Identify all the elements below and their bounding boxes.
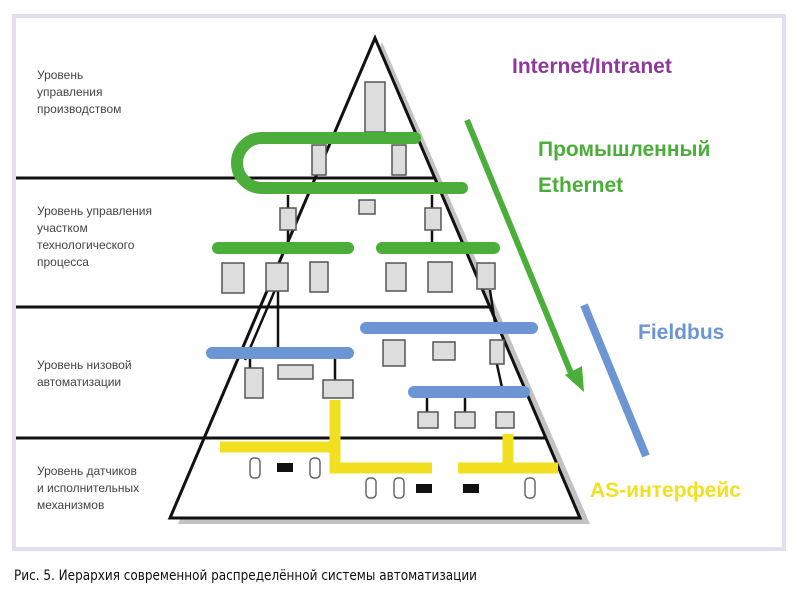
ethernet-arrow — [464, 118, 584, 392]
actuators — [277, 463, 479, 493]
sensor-icon — [393, 477, 405, 499]
controller-icon — [489, 339, 505, 365]
ethernet-bus — [212, 132, 500, 254]
sensors — [249, 457, 536, 499]
asi-bus — [220, 400, 558, 474]
sensor-icon — [365, 477, 377, 499]
actuator-icon — [277, 463, 293, 472]
level-label-automation: Уровень низовой автоматизации — [37, 358, 132, 389]
switch-icon — [311, 144, 327, 176]
fieldbus-bus — [206, 322, 538, 398]
sensor-icon — [249, 457, 261, 479]
sensor-icon — [524, 477, 536, 499]
robot-icon — [309, 261, 329, 293]
motor-icon — [417, 411, 439, 429]
computer-icon — [432, 341, 456, 361]
io-module-icon — [495, 411, 515, 429]
asi-label: AS-интерфейс — [590, 479, 741, 502]
controller-icon — [279, 207, 297, 231]
operator-panel-icon — [221, 262, 245, 294]
io-module-icon — [322, 379, 354, 399]
level-label-process: Уровень управления участком технологичес… — [37, 204, 153, 269]
computer-icon — [358, 199, 376, 215]
actuator-icon — [416, 484, 432, 493]
sensor-icon — [309, 457, 321, 479]
plc-icon — [385, 262, 407, 292]
server-icon — [364, 81, 386, 133]
switch-icon — [391, 144, 407, 176]
fieldbus-label: Fieldbus — [638, 321, 725, 344]
fieldbus-line — [580, 303, 650, 458]
level-label-production: Уровень управления производством — [37, 68, 122, 116]
controller-icon — [476, 262, 496, 290]
internet-label: Internet/Intranet — [512, 55, 672, 78]
valve-icon — [244, 367, 264, 399]
level-dividers — [16, 176, 546, 440]
level-label-sensors: Уровень датчиков и исполнительных механи… — [37, 464, 140, 512]
figure-caption: Рис. 5. Иерархия современной распределён… — [14, 568, 478, 584]
devices — [221, 81, 515, 429]
figure-frame — [12, 14, 786, 551]
plc-icon — [382, 339, 406, 367]
motor-icon — [454, 411, 476, 429]
actuator-icon — [463, 484, 479, 493]
ethernet-label: Промышленный Ethernet — [538, 138, 711, 197]
machine-icon — [427, 261, 453, 293]
controller-icon — [424, 207, 442, 231]
plc-icon — [265, 262, 289, 292]
drive-icon — [277, 364, 314, 380]
